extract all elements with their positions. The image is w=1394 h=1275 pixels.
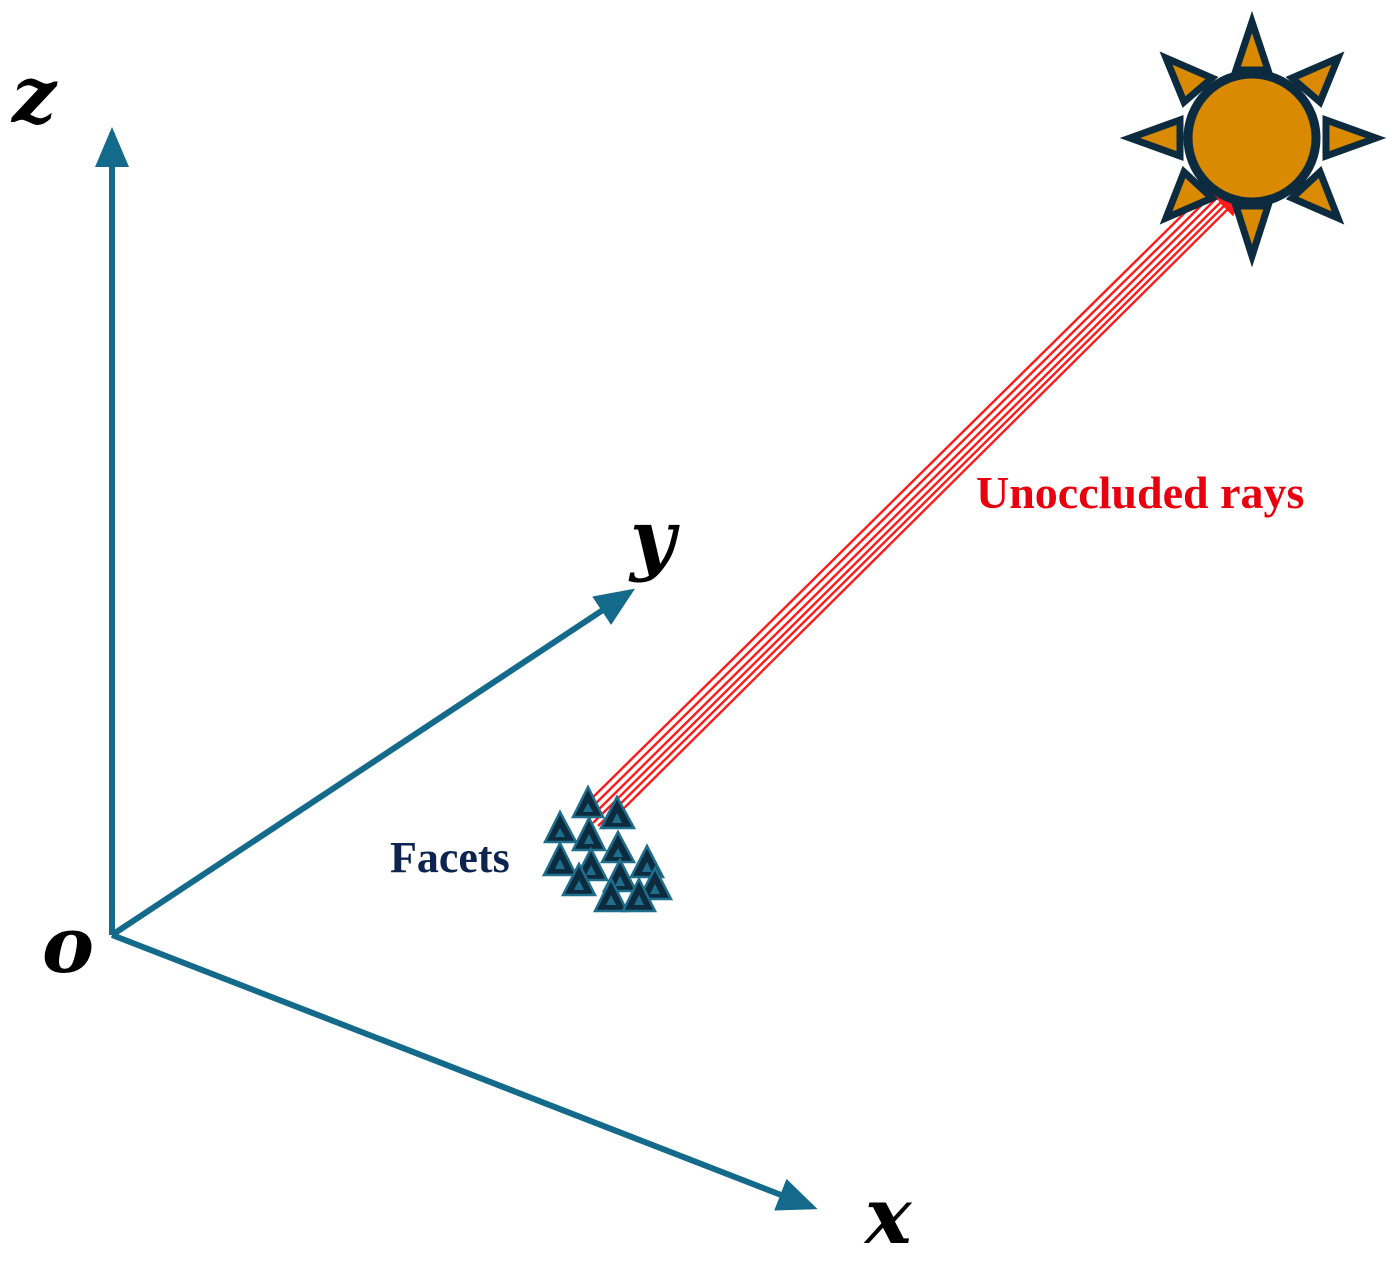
ray	[587, 182, 1233, 821]
x-axis	[110, 932, 818, 1211]
y-axis	[110, 588, 636, 938]
facet-triangle-icon	[570, 784, 606, 819]
ray	[577, 174, 1224, 813]
sun-icon	[1119, 10, 1387, 268]
facet-triangle-icon	[598, 794, 637, 830]
facets-label: Facets	[390, 833, 510, 882]
facet-triangle-icon	[599, 829, 637, 864]
ray	[592, 186, 1237, 824]
x-axis-label: x	[863, 1171, 913, 1262]
origin-label: o	[42, 900, 94, 991]
facet-triangle-icon	[636, 865, 674, 901]
y-axis-label: y	[628, 493, 680, 584]
facet-triangle-icon	[542, 809, 579, 844]
facet-triangle-icon	[560, 861, 598, 897]
ray	[597, 190, 1240, 827]
ray	[602, 194, 1243, 830]
facet-inner-marks	[555, 803, 660, 905]
z-axis-label: z	[10, 50, 58, 141]
ray	[582, 178, 1229, 817]
unoccluded-rays-label: Unoccluded rays	[976, 467, 1304, 518]
unoccluded-rays	[577, 174, 1243, 830]
axes	[95, 127, 818, 1211]
